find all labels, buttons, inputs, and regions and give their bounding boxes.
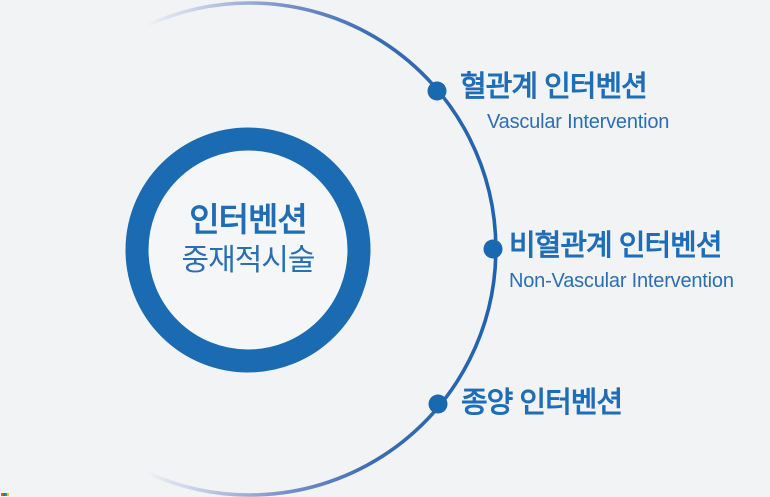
item-tumor-intervention: 종양 인터벤션: [461, 387, 623, 420]
item-non-vascular-intervention: 비혈관계 인터벤션 Non-Vascular Intervention: [509, 230, 734, 293]
center-title: 인터벤션: [189, 201, 307, 238]
center-ring: [125, 127, 371, 373]
item-title: 혈관계 인터벤션: [460, 71, 648, 103]
center-circle-label: 인터벤션 중재적시술: [126, 201, 370, 278]
item-title: 종양 인터벤션: [461, 387, 623, 419]
corner-pixel-artifact: [1, 493, 9, 496]
item-subtitle: Non-Vascular Intervention: [509, 269, 734, 292]
item-title: 비혈관계 인터벤션: [509, 230, 722, 262]
artifact-pixel: [7, 493, 9, 496]
dot-non-vascular: [483, 239, 503, 259]
dot-vascular: [427, 81, 447, 101]
center-subtitle: 중재적시술: [181, 243, 316, 277]
artifact-pixel: [1, 493, 3, 496]
artifact-pixel: [5, 493, 7, 496]
dot-tumor: [428, 394, 448, 414]
artifact-pixel: [3, 493, 5, 496]
item-subtitle: Vascular Intervention: [487, 110, 670, 133]
item-vascular-intervention: 혈관계 인터벤션 Vascular Intervention: [460, 71, 670, 134]
